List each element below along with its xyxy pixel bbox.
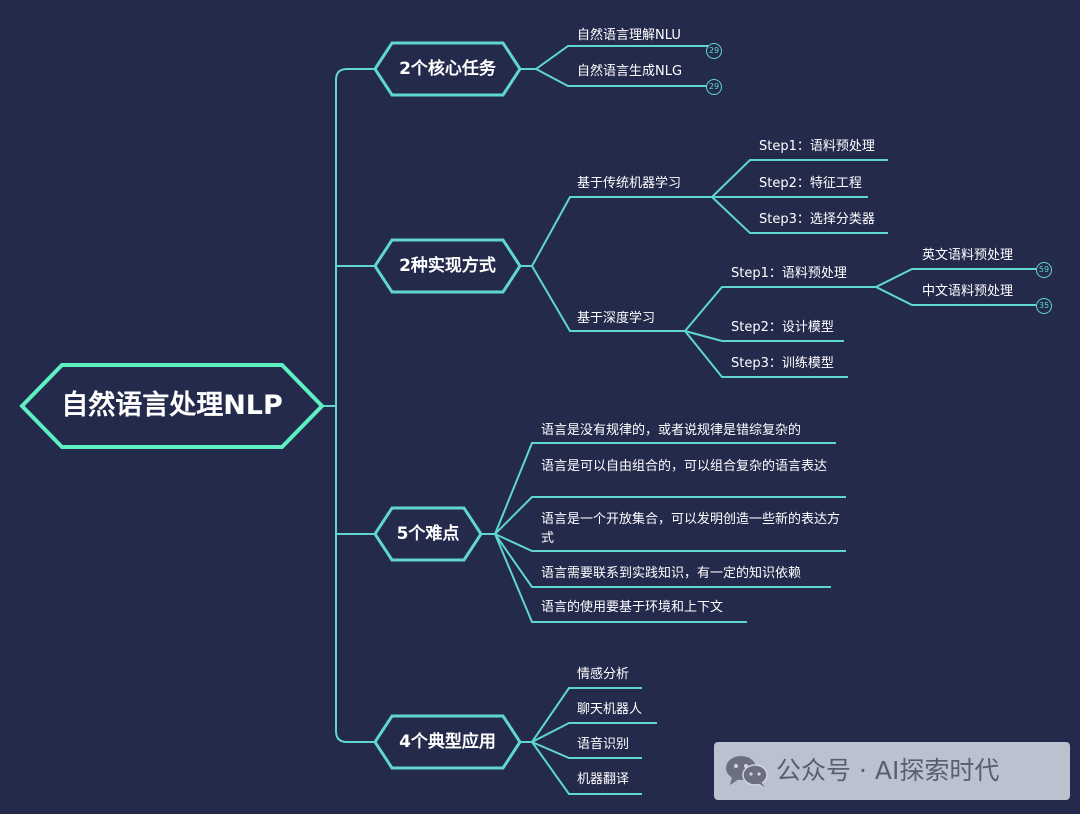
count-badge[interactable]: 29 [706, 79, 722, 95]
leaf-speech-recognition[interactable]: 语音识别 [577, 737, 630, 752]
count-badge[interactable]: 59 [1036, 262, 1052, 278]
connector-dl-step1 [684, 286, 876, 332]
category-node-difficulties[interactable] [373, 506, 483, 562]
leaf-chatbot[interactable]: 聊天机器人 [577, 702, 643, 717]
connector-chinese [875, 286, 1036, 306]
leaf-difficulty-1[interactable]: 语言是没有规律的，或者说规律是错综复杂的 [541, 423, 802, 438]
leaf-nlg[interactable]: 自然语言生成NLG [577, 64, 683, 79]
connector-speech [531, 741, 642, 759]
leaf-trad-step3[interactable]: Step3：选择分类器 [759, 212, 875, 227]
connector-chatbot [531, 722, 657, 743]
branch-dl-step1[interactable]: Step1：语料预处理 [731, 266, 847, 281]
leaf-dl-step2[interactable]: Step2：设计模型 [731, 320, 834, 335]
leaf-nlu[interactable]: 自然语言理解NLU [577, 28, 681, 43]
connector-trad-step1 [711, 159, 888, 198]
connector-difficulty-1 [481, 442, 836, 535]
count-badge[interactable]: 35 [1036, 298, 1052, 314]
leaf-difficulty-3[interactable]: 语言是一个开放集合，可以发明创造一些新的表达方式 [541, 512, 841, 546]
connector-difficulty-4 [494, 533, 831, 588]
category-label-methods: 2种实现方式 [399, 256, 496, 276]
connector-english [875, 268, 1036, 288]
connector-difficulty-2 [494, 496, 846, 535]
category-node-applications[interactable] [373, 714, 522, 770]
connector-trad-step3 [711, 196, 888, 234]
leaf-english-preprocess[interactable]: 英文语料预处理 [922, 248, 1014, 263]
connector-trunk-applications [335, 730, 375, 743]
connector-nlu [520, 45, 710, 70]
wechat-icon [726, 756, 768, 787]
watermark-text: 公众号 · AI探索时代 [776, 756, 1000, 785]
connector-dl-step3 [684, 330, 848, 378]
connector-translation [531, 741, 642, 795]
leaf-machine-translation[interactable]: 机器翻译 [577, 772, 630, 787]
connector-trunk-core-tasks [335, 68, 375, 81]
count-badge[interactable]: 29 [706, 43, 722, 59]
connector-traditional-ml [520, 196, 712, 267]
category-node-methods[interactable] [373, 238, 522, 294]
leaf-difficulty-4[interactable]: 语言需要联系到实践知识，有一定的知识依赖 [541, 566, 802, 581]
connector-nlg [535, 68, 710, 87]
branch-deep-learning[interactable]: 基于深度学习 [577, 311, 656, 326]
category-label-core-tasks: 2个核心任务 [399, 59, 496, 79]
connector-difficulty-3 [494, 533, 846, 552]
leaf-difficulty-2[interactable]: 语言是可以自由组合的，可以组合复杂的语言表达 [541, 459, 828, 474]
connector-deep-learning [531, 265, 685, 332]
root-node[interactable] [19, 363, 325, 449]
root-label: 自然语言处理NLP [61, 390, 283, 421]
leaf-trad-step2[interactable]: Step2：特征工程 [759, 176, 862, 191]
category-label-applications: 4个典型应用 [399, 732, 496, 752]
leaf-chinese-preprocess[interactable]: 中文语料预处理 [922, 284, 1014, 299]
connector-dl-step2 [684, 330, 844, 342]
watermark: 公众号 · AI探索时代 [714, 742, 1070, 800]
leaf-difficulty-5[interactable]: 语言的使用要基于环境和上下文 [541, 600, 724, 615]
branch-traditional-ml[interactable]: 基于传统机器学习 [577, 176, 682, 191]
leaf-sentiment-analysis[interactable]: 情感分析 [577, 667, 630, 682]
category-node-core-tasks[interactable] [373, 41, 522, 97]
connector-difficulty-5 [494, 533, 747, 623]
leaf-trad-step1[interactable]: Step1：语料预处理 [759, 139, 875, 154]
leaf-dl-step3[interactable]: Step3：训练模型 [731, 356, 834, 371]
connector-sentiment [520, 687, 642, 743]
category-label-difficulties: 5个难点 [396, 524, 460, 544]
